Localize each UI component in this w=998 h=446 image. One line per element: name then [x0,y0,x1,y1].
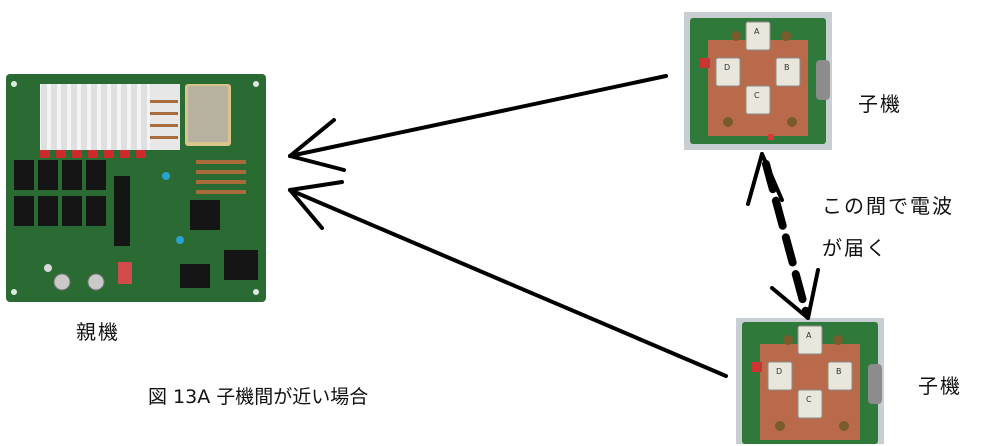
svg-text:D: D [724,63,730,72]
arrow-child-top-to-parent [288,74,668,172]
child-module-top-image: A D B C [684,12,832,150]
svg-text:D: D [776,367,782,376]
parent-label: 親機 [76,320,120,344]
svg-text:A: A [754,27,760,36]
arrow-child-bottom-to-parent [288,180,728,378]
child-module-bottom-image: A D B C [736,318,884,444]
parent-board-image [6,74,266,302]
svg-text:C: C [754,91,760,100]
svg-text:C: C [806,395,812,404]
radio-range-label-line1: この間で電波 [822,194,954,218]
radio-range-label-line2: が届く [822,236,888,260]
svg-text:B: B [784,63,790,72]
svg-text:B: B [836,367,842,376]
child-bottom-label: 子機 [918,374,962,398]
radio-link-dashed-arrow [746,152,820,320]
child-top-label: 子機 [858,92,902,116]
svg-text:A: A [806,331,812,340]
figure-caption: 図 13A 子機間が近い場合 [148,386,369,408]
